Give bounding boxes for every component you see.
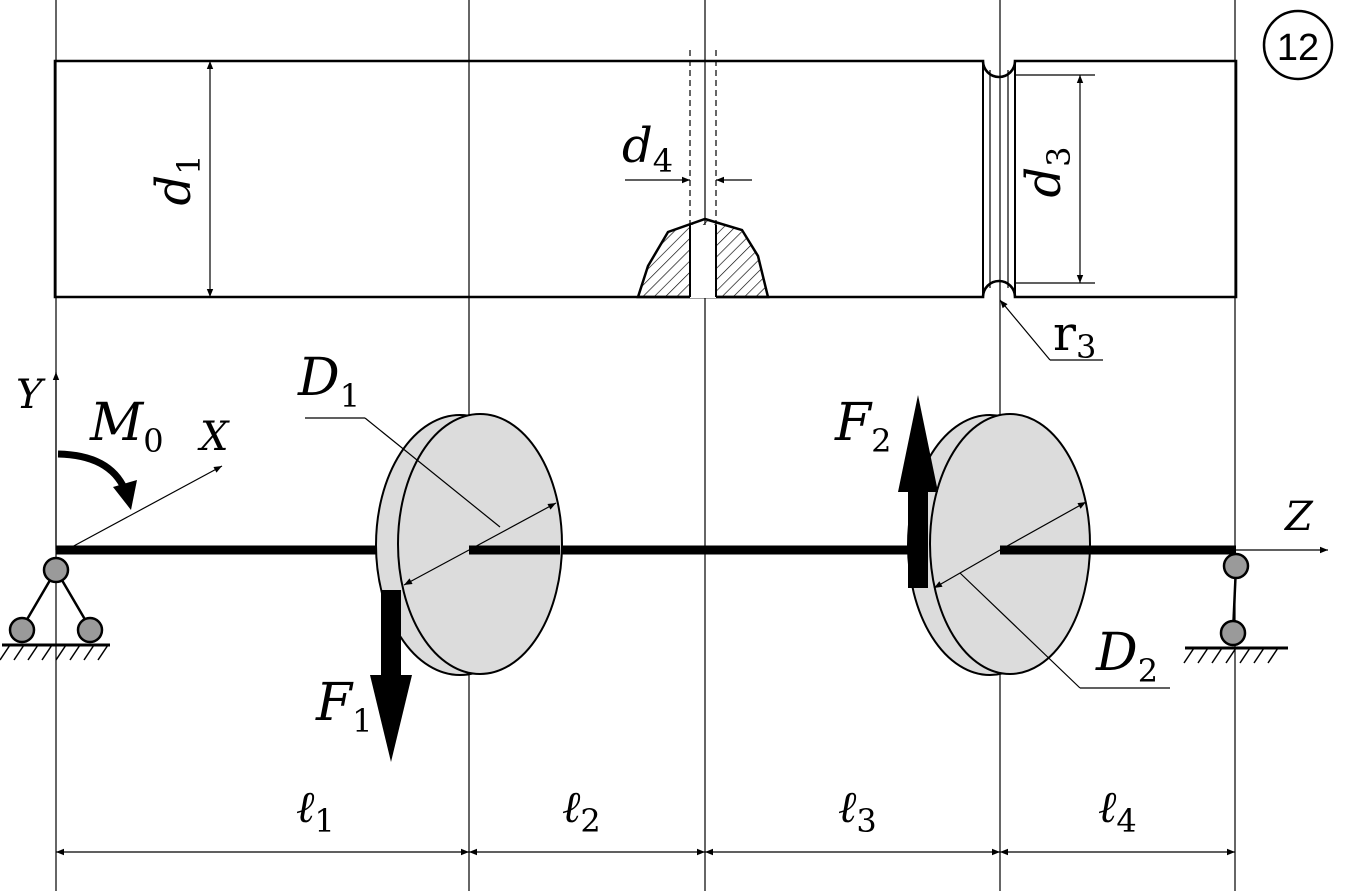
svg-text:d3: d3 <box>1016 146 1078 197</box>
shaft-outline <box>53 50 1238 299</box>
svg-text:Z: Z <box>1283 494 1314 540</box>
length-dimensions: ℓ1 ℓ2 ℓ3 ℓ4 <box>56 782 1235 856</box>
dimension-d3: d3 <box>1015 74 1095 284</box>
svg-text:F2: F2 <box>834 393 891 460</box>
variant-number: 12 <box>1277 27 1319 69</box>
force-f2: F2 <box>834 393 938 588</box>
coordinate-axes: Y X Z <box>16 372 1328 554</box>
length-l1: ℓ1 <box>296 782 335 840</box>
svg-text:Y: Y <box>16 372 46 418</box>
disk-d1: D1 <box>297 348 563 676</box>
moment-m0: M0 <box>57 393 164 510</box>
svg-text:r3: r3 <box>1053 306 1096 366</box>
force-f1: F1 <box>315 590 412 762</box>
svg-text:d4: d4 <box>622 118 673 180</box>
disk-d2: D2 <box>907 413 1236 690</box>
svg-text:M0: M0 <box>89 393 164 460</box>
dimension-d1: d1 <box>146 61 214 297</box>
length-l4: ℓ4 <box>1098 782 1137 840</box>
variant-badge: 12 <box>1262 9 1334 81</box>
right-support <box>1183 552 1288 664</box>
svg-text:D1: D1 <box>297 348 360 415</box>
svg-text:F1: F1 <box>315 673 372 740</box>
length-l3: ℓ3 <box>838 782 877 840</box>
svg-text:D2: D2 <box>1095 623 1158 690</box>
left-support <box>0 556 110 661</box>
svg-text:X: X <box>197 414 230 460</box>
dimension-d4: d4 <box>622 118 752 184</box>
length-l2: ℓ2 <box>562 782 601 840</box>
radius-r3: r3 <box>999 299 1103 366</box>
svg-text:d1: d1 <box>146 154 208 205</box>
